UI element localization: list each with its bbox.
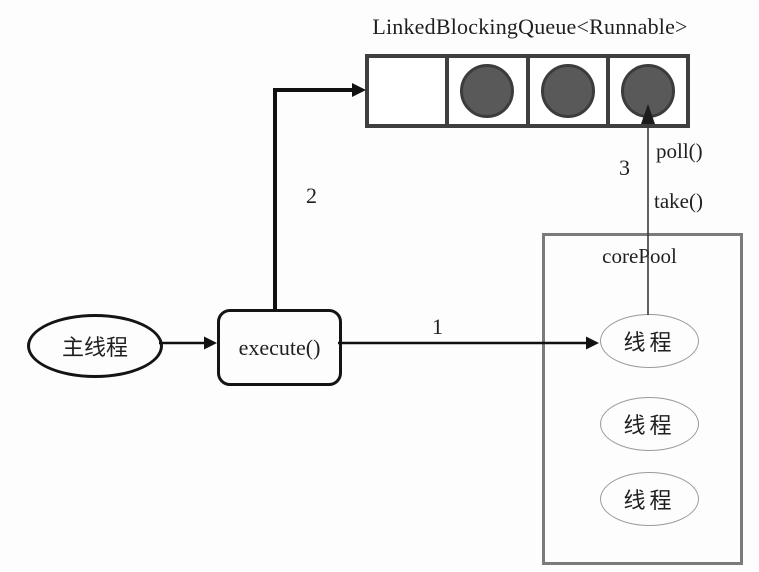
take-label: take() <box>654 189 703 213</box>
thread-node: 线程 <box>600 397 699 451</box>
execute-label: execute() <box>238 334 321 360</box>
thread-node: 线程 <box>600 472 699 526</box>
arrow-execute-to-queue <box>273 83 366 309</box>
thread-node: 线程 <box>600 314 699 368</box>
core-pool-box <box>542 233 743 565</box>
queue-slot <box>369 58 450 124</box>
task-circle <box>620 64 675 118</box>
main-thread-label: 主线程 <box>61 335 128 360</box>
thread-label: 线程 <box>623 330 676 355</box>
execute-node: execute() <box>217 309 342 386</box>
task-circle <box>460 64 515 118</box>
thread-label: 线程 <box>623 413 676 438</box>
step-3-label: 3 <box>619 155 630 180</box>
task-circle <box>540 64 595 118</box>
main-thread-node: 主线程 <box>27 314 163 378</box>
queue-slot <box>530 58 610 124</box>
blocking-queue <box>365 54 690 128</box>
poll-label: poll() <box>656 139 703 163</box>
step-2-label: 2 <box>306 183 317 208</box>
queue-title: LinkedBlockingQueue<Runnable> <box>372 14 688 39</box>
queue-slot <box>610 58 686 124</box>
core-pool-label: corePool <box>602 244 677 268</box>
step-1-label: 1 <box>432 314 443 339</box>
queue-slot <box>449 58 530 124</box>
arrow-main-to-execute <box>159 336 217 350</box>
thread-label: 线程 <box>623 488 676 513</box>
